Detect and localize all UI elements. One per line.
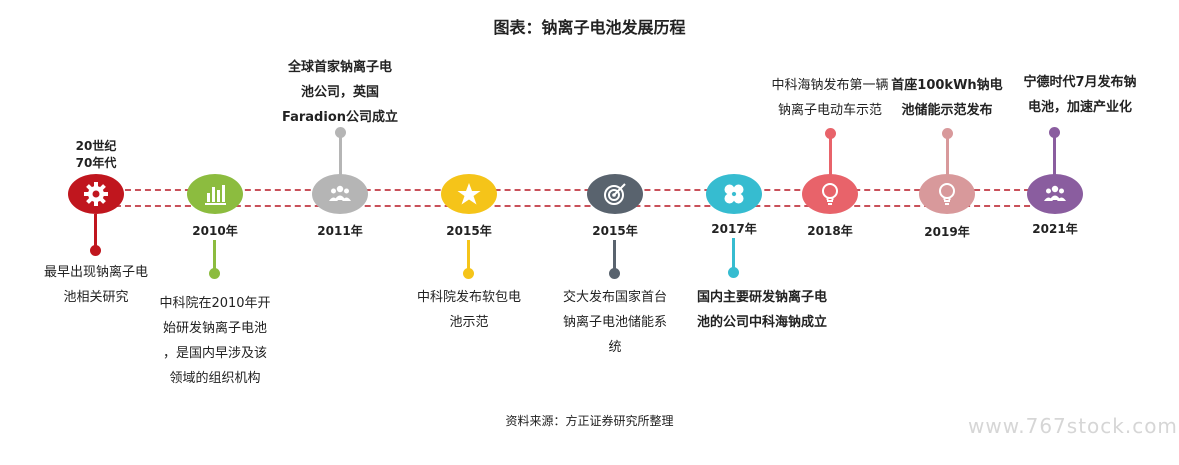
milestone-pin (90, 245, 101, 256)
milestone-description: 最早出现钠离子电池相关研究 (43, 265, 148, 305)
milestone-connector (946, 136, 949, 175)
milestone-description: 中科院发布软包电池示范 (416, 290, 521, 330)
milestone-description: 国内主要研发钠离子电池的公司中科海钠成立 (696, 290, 827, 330)
milestone-description: 宁德时代7月发布钠电池，加速产业化 (1023, 75, 1137, 115)
timeline-dashed-line-upper (95, 189, 1070, 191)
bulb-icon (822, 183, 838, 205)
milestone-connector (339, 135, 342, 175)
milestone-description: 全球首家钠离子电池公司，英国 Faradion公司成立 (281, 60, 399, 125)
milestone-year: 2017年 (711, 222, 757, 236)
milestone-pin (825, 128, 836, 139)
milestone-description: 中科院在2010年开始研发钠离子电池 ，是国内早涉及该领域的组织机构 (159, 296, 271, 386)
milestone-connector (732, 238, 735, 270)
milestone-pin (728, 267, 739, 278)
target-icon (604, 183, 626, 205)
milestone-pin (209, 268, 220, 279)
milestone-node (187, 174, 243, 214)
milestone-year: 2010年 (192, 224, 238, 238)
milestone-connector (829, 136, 832, 175)
star-icon (457, 183, 481, 205)
milestone-year: 2019年 (924, 225, 970, 239)
milestone-year: 2015年 (592, 224, 638, 238)
milestone-description: 首座100kWh钠电池储能示范发布 (891, 78, 1003, 118)
source-note: 资料来源：方正证券研究所整理 (505, 414, 674, 428)
timeline-dashed-line-lower (95, 205, 1070, 207)
bulb-icon (939, 183, 955, 205)
milestone-node (706, 174, 762, 214)
milestone-node (1027, 174, 1083, 214)
milestone-year: 2011年 (317, 224, 363, 238)
watermark: www.767stock.com (968, 414, 1178, 438)
milestone-node (587, 174, 643, 214)
milestone-node (919, 174, 975, 214)
milestone-node (441, 174, 497, 214)
milestone-pin (942, 128, 953, 139)
milestone-connector (94, 214, 97, 248)
people-icon (1044, 185, 1066, 201)
milestone-year: 2021年 (1032, 222, 1078, 236)
gear-icon (84, 182, 108, 206)
milestone-connector (1053, 135, 1056, 175)
milestone-description: 中科海钠发布第一辆钠离子电动车示范 (771, 78, 889, 118)
milestone-node (68, 174, 124, 214)
milestone-year: 2015年 (446, 224, 492, 238)
milestone-pin (463, 268, 474, 279)
milestone-connector (213, 240, 216, 270)
people-icon (329, 185, 351, 201)
milestone-node (312, 174, 368, 214)
milestone-connector (467, 240, 470, 270)
milestone-pin (609, 268, 620, 279)
bar-chart-icon (205, 185, 226, 205)
milestone-description: 交大发布国家首台钠离子电池储能系 统 (562, 290, 667, 355)
diagram-title: 图表：钠离子电池发展历程 (493, 18, 686, 37)
milestone-year: 2018年 (807, 224, 853, 238)
milestone-pin (335, 127, 346, 138)
milestone-pin (1049, 127, 1060, 138)
milestone-connector (613, 240, 616, 270)
clover-icon (724, 184, 744, 204)
milestone-node (802, 174, 858, 214)
